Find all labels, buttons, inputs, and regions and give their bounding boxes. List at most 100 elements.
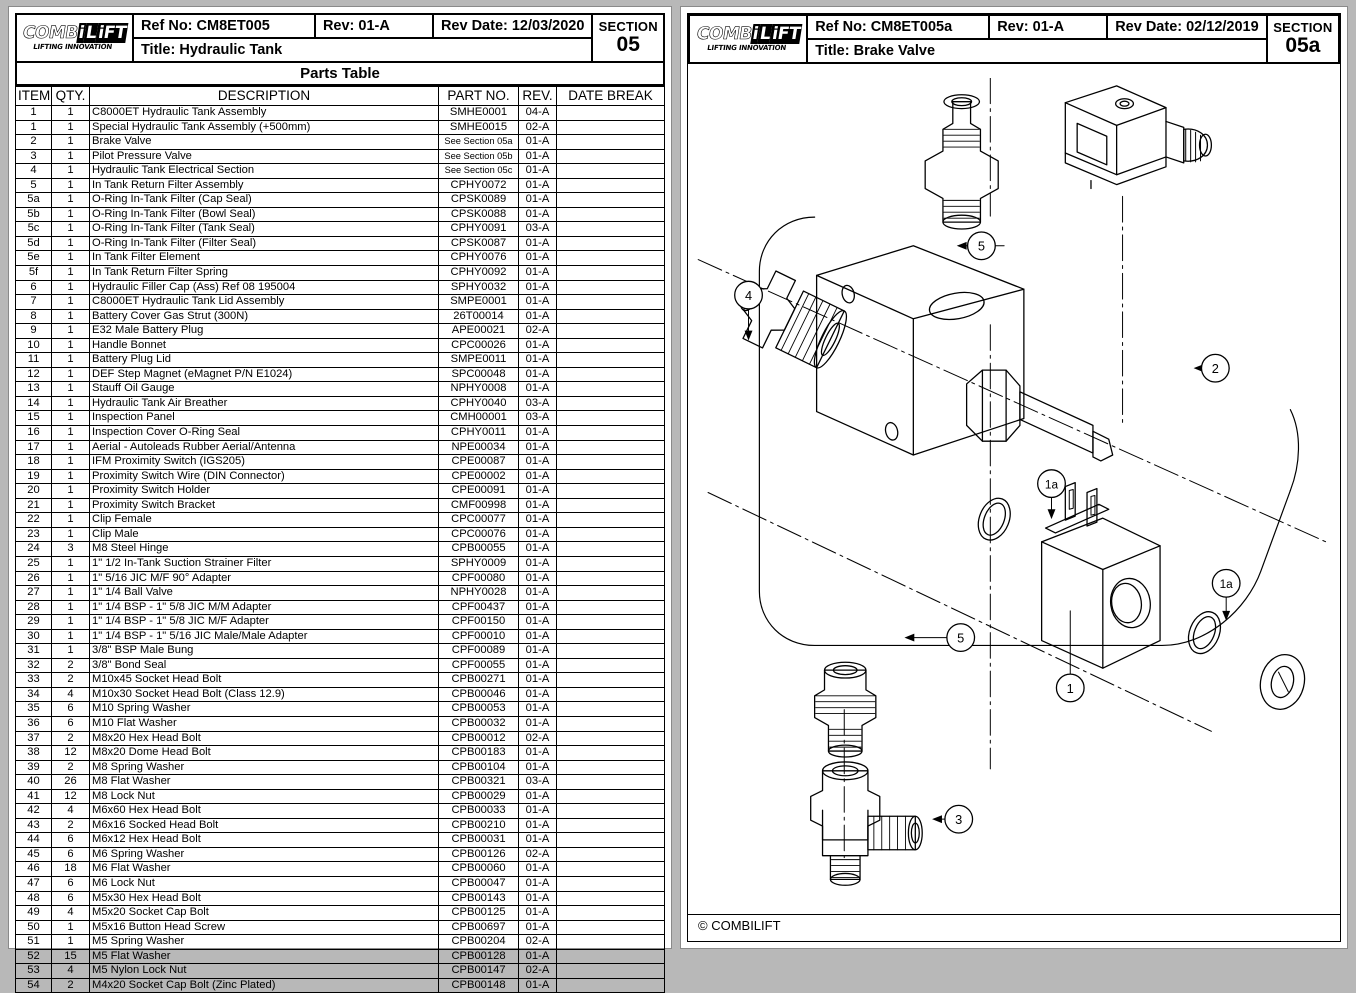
- cell-part-no: CPB00060: [439, 862, 519, 877]
- cell-qty: 1: [52, 571, 90, 586]
- cell-qty: 26: [52, 775, 90, 790]
- cell-part-no: SMHE0001: [439, 106, 519, 121]
- section-label: SECTION: [599, 19, 658, 34]
- column-header-item: ITEM: [16, 87, 52, 106]
- cell-qty: 1: [52, 135, 90, 150]
- cell-rev: 02-A: [519, 935, 557, 950]
- cell-rev: 01-A: [519, 687, 557, 702]
- cell-part-no: CMH00001: [439, 411, 519, 426]
- callout-balloon: 3: [945, 805, 973, 833]
- cell-description: Inspection Panel: [90, 411, 439, 426]
- cell-date-break: [557, 571, 665, 586]
- cell-part-no: CPE00002: [439, 469, 519, 484]
- cell-date-break: [557, 847, 665, 862]
- cell-part-no: CPB00053: [439, 702, 519, 717]
- cell-rev: 01-A: [519, 149, 557, 164]
- cell-item: 12: [16, 367, 52, 382]
- cell-rev: 01-A: [519, 513, 557, 528]
- cell-rev: 01-A: [519, 600, 557, 615]
- cell-item: 6: [16, 280, 52, 295]
- cell-part-no: CPB00047: [439, 876, 519, 891]
- cell-item: 5: [16, 178, 52, 193]
- cell-date-break: [557, 964, 665, 979]
- cell-part-no: CPB00148: [439, 978, 519, 993]
- cell-item: 10: [16, 338, 52, 353]
- cell-description: M6 Lock Nut: [90, 876, 439, 891]
- cell-item: 15: [16, 411, 52, 426]
- copyright-notice: © COMBILIFT: [698, 918, 781, 933]
- cell-qty: 1: [52, 193, 90, 208]
- cell-part-no: CPHY0040: [439, 396, 519, 411]
- cell-item: 45: [16, 847, 52, 862]
- cell-description: M6 Flat Washer: [90, 862, 439, 877]
- cell-description: M6 Spring Washer: [90, 847, 439, 862]
- cell-qty: 15: [52, 949, 90, 964]
- cell-part-no: SMHE0015: [439, 120, 519, 135]
- cell-rev: 01-A: [519, 178, 557, 193]
- cell-qty: 1: [52, 586, 90, 601]
- cell-date-break: [557, 702, 665, 717]
- cell-description: M5 Nylon Lock Nut: [90, 964, 439, 979]
- cell-qty: 1: [52, 236, 90, 251]
- cell-part-no: SPHY0032: [439, 280, 519, 295]
- cell-part-no: NPHY0028: [439, 586, 519, 601]
- cell-date-break: [557, 615, 665, 630]
- cell-item: 54: [16, 978, 52, 993]
- cell-date-break: [557, 149, 665, 164]
- cell-qty: 1: [52, 324, 90, 339]
- cell-item: 5c: [16, 222, 52, 237]
- cell-item: 38: [16, 746, 52, 761]
- cell-rev: 01-A: [519, 615, 557, 630]
- cell-date-break: [557, 324, 665, 339]
- cell-qty: 4: [52, 804, 90, 819]
- cell-description: Proximity Switch Wire (DIN Connector): [90, 469, 439, 484]
- cell-qty: 1: [52, 615, 90, 630]
- cell-item: 25: [16, 556, 52, 571]
- cell-qty: 1: [52, 513, 90, 528]
- cell-rev: 01-A: [519, 644, 557, 659]
- callout-balloon: 2: [1202, 354, 1230, 382]
- ref-no-field: Ref No: CM8ET005: [134, 15, 316, 37]
- cell-description: Aerial - Autoleads Rubber Aerial/Antenna: [90, 440, 439, 455]
- footer-divider: [688, 914, 1340, 915]
- cell-part-no: See Section 05a: [439, 135, 519, 150]
- cell-qty: 1: [52, 207, 90, 222]
- cell-date-break: [557, 644, 665, 659]
- cell-item: 17: [16, 440, 52, 455]
- cell-date-break: [557, 280, 665, 295]
- cell-rev: 04-A: [519, 106, 557, 121]
- logo-word-4: iFT: [770, 24, 803, 44]
- cell-description: M5x30 Hex Head Bolt: [90, 891, 439, 906]
- cell-item: 14: [16, 396, 52, 411]
- cell-qty: 1: [52, 426, 90, 441]
- cell-part-no: CPB00204: [439, 935, 519, 950]
- cell-item: 49: [16, 906, 52, 921]
- cell-description: Brake Valve: [90, 135, 439, 150]
- cell-description: Pilot Pressure Valve: [90, 149, 439, 164]
- cell-item: 9: [16, 324, 52, 339]
- cell-qty: 4: [52, 964, 90, 979]
- cell-item: 18: [16, 455, 52, 470]
- section-number: 05: [617, 34, 640, 56]
- cell-qty: 1: [52, 935, 90, 950]
- cell-part-no: See Section 05b: [439, 149, 519, 164]
- cell-description: M6x16 Socked Head Bolt: [90, 818, 439, 833]
- cell-date-break: [557, 266, 665, 281]
- cell-rev: 03-A: [519, 396, 557, 411]
- cell-description: M6x12 Hex Head Bolt: [90, 833, 439, 848]
